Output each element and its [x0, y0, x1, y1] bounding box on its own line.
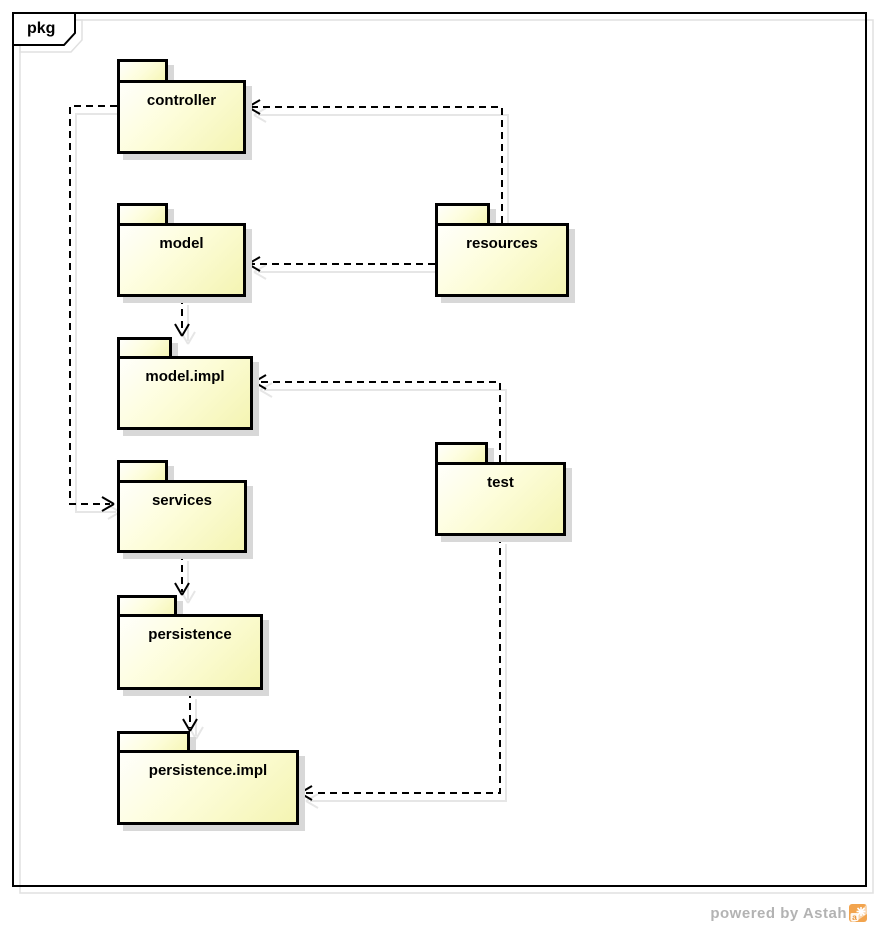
- arrowhead: [247, 99, 261, 115]
- arrowhead: [174, 323, 190, 337]
- arrowhead: [174, 582, 190, 596]
- dependency-resources-controller[interactable]: [247, 99, 503, 223]
- package-tab: [117, 460, 168, 480]
- arrowhead: [253, 374, 267, 390]
- watermark-text: powered by Astah: [710, 904, 847, 922]
- frame-tab-label: pkg: [27, 20, 56, 37]
- svg-text:a: a: [852, 912, 857, 922]
- package-model[interactable]: model: [117, 203, 246, 297]
- dependency-model-modelimpl[interactable]: [174, 297, 190, 337]
- package-resources[interactable]: resources: [435, 203, 569, 297]
- package-tab: [117, 337, 172, 356]
- dependency-controller-services[interactable]: [69, 105, 117, 512]
- package-test[interactable]: test: [435, 442, 566, 536]
- package-name: services: [151, 492, 213, 509]
- arrowhead: [299, 785, 313, 801]
- package-tab: [435, 442, 488, 462]
- arrowhead: [182, 718, 198, 732]
- package-services[interactable]: services: [117, 460, 247, 553]
- package-tab: [435, 203, 490, 223]
- astah-logo-icon: a: [849, 904, 867, 922]
- dependency-services-persistence[interactable]: [174, 553, 190, 596]
- package-tab: [117, 595, 177, 614]
- arrowhead: [247, 256, 261, 272]
- package-name: model.impl: [145, 368, 225, 385]
- dependency-shadows: [75, 107, 509, 809]
- dependency-test-modelimpl[interactable]: [253, 374, 501, 462]
- package-persistence-impl[interactable]: persistence.impl: [117, 731, 299, 825]
- package-tab: [117, 731, 190, 750]
- package-controller[interactable]: controller: [117, 59, 246, 154]
- package-name: test: [487, 474, 514, 491]
- package-name: model: [159, 235, 204, 252]
- package-name: persistence: [148, 626, 232, 643]
- package-tab: [117, 203, 168, 223]
- frame-shadow: [19, 19, 874, 894]
- dependency-persistence-persistenceimpl[interactable]: [182, 691, 198, 732]
- package-name: persistence.impl: [148, 762, 268, 779]
- package-tab: [117, 59, 168, 80]
- package-persistence[interactable]: persistence: [117, 595, 263, 690]
- dependency-test-persistenceimpl[interactable]: [299, 536, 501, 801]
- package-name: resources: [466, 235, 538, 252]
- package-model-impl[interactable]: model.impl: [117, 337, 253, 430]
- diagram-frame: [12, 12, 867, 887]
- frame-tab: [12, 12, 76, 46]
- arrowhead: [101, 496, 115, 512]
- dependency-resources-model[interactable]: [247, 256, 435, 272]
- watermark: powered by Astah a: [710, 904, 867, 922]
- package-name: controller: [146, 92, 217, 109]
